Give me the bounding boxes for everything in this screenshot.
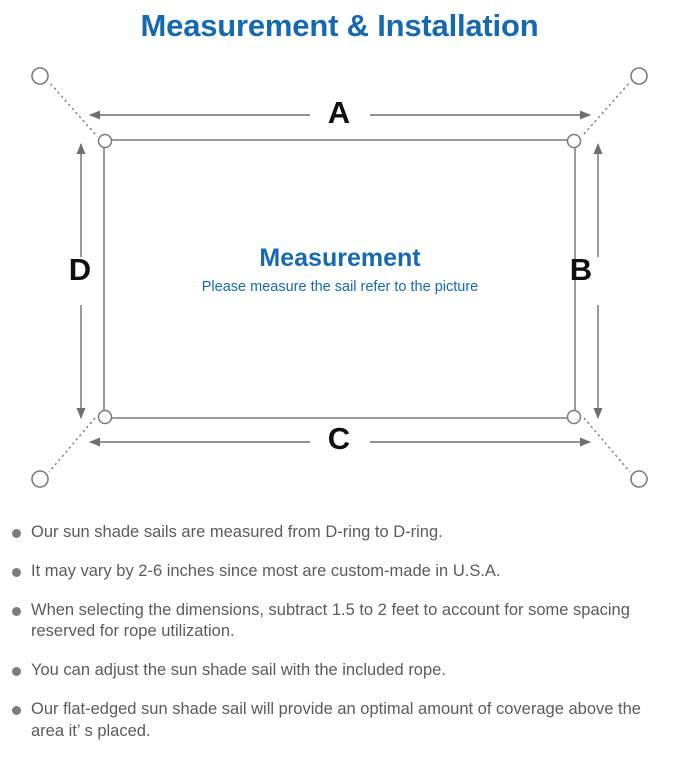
list-item: Our flat-edged sun shade sail will provi…	[0, 699, 679, 743]
bullet-icon	[12, 567, 21, 577]
rope-line-bottom-right	[583, 417, 631, 473]
anchor-point-bottom-left	[31, 470, 49, 488]
dimension-label-b: B	[569, 252, 593, 287]
anchor-point-top-right	[630, 67, 648, 85]
rope-lines	[48, 81, 631, 473]
d-ring-bottom-left	[97, 409, 113, 425]
diagram-center-title: Measurement	[259, 244, 421, 272]
list-item: It may vary by 2-6 inches since most are…	[0, 561, 679, 583]
d-rings	[97, 133, 582, 425]
list-item: You can adjust the sun shade sail with t…	[0, 660, 679, 682]
dimension-label-a: A	[327, 95, 351, 130]
bullet-icon	[12, 705, 21, 715]
d-ring-top-right	[566, 133, 582, 149]
bullet-icon	[12, 606, 21, 616]
note-text: When selecting the dimensions, subtract …	[31, 600, 630, 641]
page-title: Measurement & Installation	[140, 8, 539, 43]
list-item: Our sun shade sails are measured from D-…	[0, 522, 679, 544]
notes-list: Our sun shade sails are measured from D-…	[0, 522, 679, 759]
note-text: Our sun shade sails are measured from D-…	[31, 523, 443, 541]
dimension-label-d: D	[68, 252, 92, 287]
d-ring-top-left	[97, 133, 113, 149]
rope-line-top-right	[583, 81, 631, 135]
rope-line-bottom-left	[48, 417, 96, 473]
anchor-points	[31, 67, 648, 488]
anchor-point-top-left	[31, 67, 49, 85]
list-item: When selecting the dimensions, subtract …	[0, 600, 679, 644]
d-ring-bottom-right	[566, 409, 582, 425]
note-text: Our flat-edged sun shade sail will provi…	[31, 699, 641, 740]
dimension-label-c: C	[327, 421, 351, 456]
diagram-canvas	[31, 67, 648, 488]
bullet-icon	[12, 667, 21, 677]
rope-line-top-left	[48, 81, 96, 135]
anchor-point-bottom-right	[630, 470, 648, 488]
diagram-center-subtitle: Please measure the sail refer to the pic…	[201, 279, 479, 295]
note-text: It may vary by 2-6 inches since most are…	[31, 561, 501, 580]
measurement-diagram: Measurement Please measure the sail refe…	[0, 52, 679, 512]
note-text: You can adjust the sun shade sail with t…	[31, 661, 446, 680]
bullet-icon	[12, 529, 21, 538]
page-root: Measurement & Installation	[0, 8, 679, 740]
